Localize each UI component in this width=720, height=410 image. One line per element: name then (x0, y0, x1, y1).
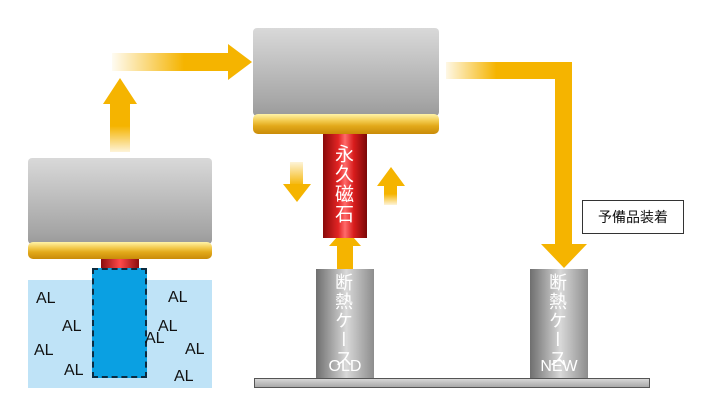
new-insulation-case: 断熱ケース NEW (530, 269, 588, 378)
permanent-magnet (323, 134, 367, 238)
move-right-arrow (112, 44, 252, 80)
lift-up-arrow (103, 78, 137, 152)
new-case-tag: NEW (540, 358, 578, 375)
raise-arrow (377, 167, 405, 205)
move-to-new-case-arrow (446, 62, 587, 268)
old-case-label: 断熱ケース (333, 273, 353, 368)
permanent-magnet-label: 永久磁石 (332, 144, 353, 224)
al-label: AL (64, 362, 84, 379)
spare-install-callout: 予備品装着 (582, 200, 684, 234)
base-plate (254, 378, 650, 388)
left-gold-ring (28, 242, 212, 259)
left-holder-block (28, 158, 212, 244)
old-case-tag: OLD (328, 358, 362, 375)
al-label: AL (34, 342, 54, 359)
al-label: AL (145, 330, 165, 347)
old-insulation-case: 断熱ケース OLD (316, 269, 374, 378)
lower-arrow (283, 162, 311, 202)
spare-install-text: 予備品装着 (598, 209, 668, 225)
upper-holder-block (253, 28, 439, 116)
al-label: AL (185, 341, 205, 358)
al-label: AL (36, 290, 56, 307)
sensor-case-immersed (92, 268, 147, 378)
al-label: AL (158, 318, 178, 335)
al-label: AL (168, 289, 188, 306)
new-case-label: 断熱ケース (547, 273, 567, 368)
upper-gold-ring (253, 114, 439, 134)
al-label: AL (62, 318, 82, 335)
al-label: AL (174, 368, 194, 385)
